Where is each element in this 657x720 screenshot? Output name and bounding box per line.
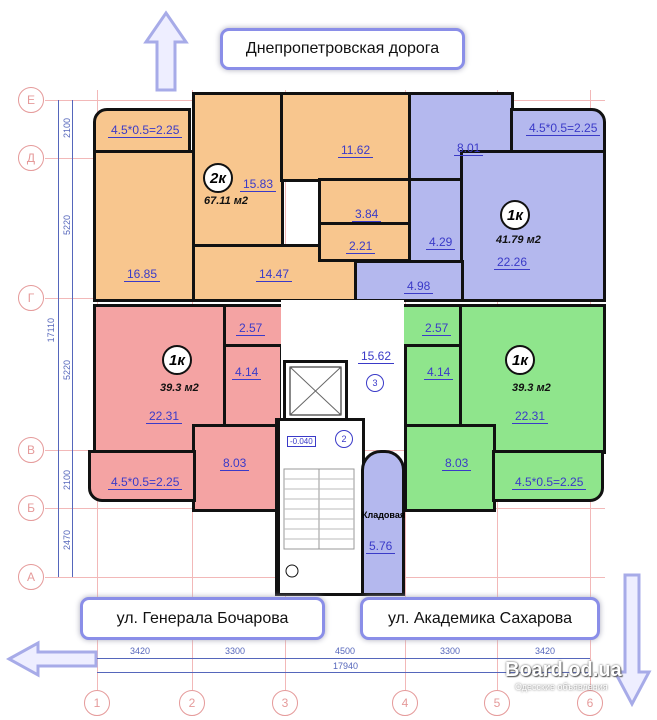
bathroom xyxy=(404,344,462,428)
area-label: 8.03 xyxy=(442,457,472,471)
apartment-type-badge: 1к xyxy=(500,200,530,230)
area-label: 22.31 xyxy=(512,410,549,424)
room xyxy=(460,150,606,302)
axis-row-marker: А xyxy=(18,564,44,590)
area-label: 5.76 xyxy=(366,540,396,554)
apartment-total-area: 39.3 м2 xyxy=(512,382,551,394)
storage-label: Кладовая xyxy=(362,510,406,520)
street-label-right: ул. Академика Сахарова xyxy=(360,597,600,640)
area-label: 14.47 xyxy=(256,268,293,282)
dimension-line xyxy=(58,100,59,577)
kitchen xyxy=(192,424,283,512)
area-label: 8.03 xyxy=(220,457,250,471)
axis-row-marker: Е xyxy=(18,87,44,113)
apartment-type-badge: 2к xyxy=(203,163,233,193)
dimension-line xyxy=(97,658,590,659)
storage-room xyxy=(361,450,405,596)
area-label: 4.5*0.5=2.25 xyxy=(108,124,183,138)
apartment-total-area: 41.79 м2 xyxy=(496,234,541,246)
apartment-total-area: 67.11 м2 xyxy=(204,195,249,207)
axis-col-marker: 2 xyxy=(179,690,205,716)
area-label: 16.85 xyxy=(124,268,161,282)
dimension-label: 2470 xyxy=(62,530,72,551)
axis-col-marker: 5 xyxy=(484,690,510,716)
watermark-title: Board.od.ua xyxy=(505,659,622,681)
area-label: 4.5*0.5=2.25 xyxy=(526,122,601,136)
road-label-top: Днепропетровская дорога xyxy=(220,28,465,70)
arrow-up-icon xyxy=(143,10,189,92)
area-label: 11.62 xyxy=(338,144,374,158)
bathroom xyxy=(408,178,464,264)
room-number: 3 xyxy=(366,374,384,392)
area-label: 4.14 xyxy=(424,366,454,380)
dimension-label: 4500 xyxy=(335,646,356,656)
dimension-label: 3300 xyxy=(225,646,246,656)
arrow-down-icon xyxy=(612,573,652,707)
apartment-type-badge: 1к xyxy=(505,345,535,375)
axis-row-marker: Д xyxy=(18,145,44,171)
apartment-type-badge: 1к xyxy=(162,345,192,375)
axis-row-marker: В xyxy=(18,437,44,463)
area-label: 2.21 xyxy=(346,240,376,254)
hall xyxy=(354,260,464,302)
dimension-label: 17110 xyxy=(46,318,56,343)
dimension-label: 2100 xyxy=(62,118,72,139)
area-label: 8.01 xyxy=(454,142,484,156)
area-label: 3.84 xyxy=(352,208,382,222)
bedroom xyxy=(93,150,198,302)
area-label: 22.31 xyxy=(146,410,183,424)
balcony xyxy=(88,450,196,502)
axis-row-marker: Б xyxy=(18,495,44,521)
area-label: 2.57 xyxy=(422,322,452,336)
dimension-line xyxy=(72,100,73,577)
area-label: 2.57 xyxy=(236,322,266,336)
area-label: 15.83 xyxy=(240,178,277,192)
axis-col-marker: 1 xyxy=(84,690,110,716)
bathroom xyxy=(223,344,283,428)
kitchen xyxy=(280,92,412,182)
elevator-icon xyxy=(289,366,342,416)
room-number: 2 xyxy=(335,430,353,448)
watermark-subtitle: Одесские объявления xyxy=(515,682,608,692)
dimension-label: 5220 xyxy=(62,215,72,236)
stairs-icon xyxy=(283,468,355,578)
level-mark: -0.040 xyxy=(287,436,316,447)
dimension-label: 3300 xyxy=(440,646,461,656)
apartment-total-area: 39.3 м2 xyxy=(160,382,199,394)
street-label-left: ул. Генерала Бочарова xyxy=(80,597,325,640)
arrow-left-icon xyxy=(6,640,98,678)
dimension-label: 3420 xyxy=(130,646,151,656)
balcony xyxy=(93,108,191,154)
axis-col-marker: 4 xyxy=(392,690,418,716)
area-label: 15.62 xyxy=(358,350,395,364)
dimension-label: 5220 xyxy=(62,360,72,381)
dimension-label: 2100 xyxy=(62,470,72,491)
axis-col-marker: 3 xyxy=(272,690,298,716)
axis-col-marker: 6 xyxy=(577,690,603,716)
elevator-shaft xyxy=(283,360,348,422)
area-label: 22.26 xyxy=(494,256,531,270)
area-label: 4.29 xyxy=(426,236,456,250)
axis-row-marker: Г xyxy=(18,285,44,311)
balcony xyxy=(492,450,604,502)
dimension-label: 3420 xyxy=(535,646,556,656)
area-label: 4.5*0.5=2.25 xyxy=(108,476,183,490)
area-label: 4.5*0.5=2.25 xyxy=(512,476,587,490)
dimension-line xyxy=(97,672,590,673)
area-label: 4.14 xyxy=(232,366,262,380)
area-label: 4.98 xyxy=(404,280,434,294)
dimension-label: 17940 xyxy=(333,661,359,671)
